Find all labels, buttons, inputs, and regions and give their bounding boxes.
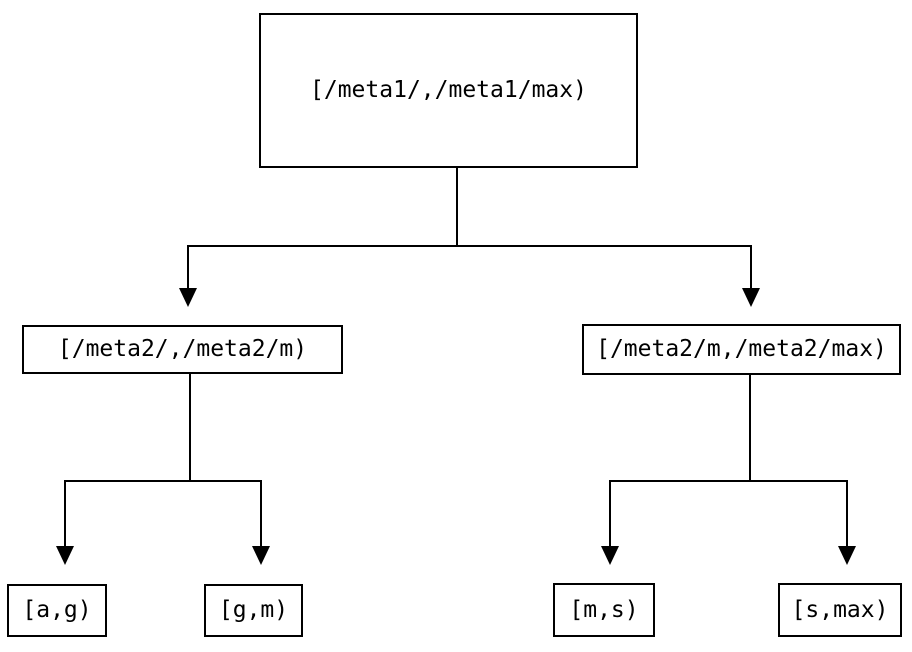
connector-root-trunk [456,168,458,246]
connector-left-branch-crossbar [64,480,262,482]
arrowhead-to-left-branch-icon [179,288,197,307]
node-root-range: [/meta1/,/meta1/max) [259,13,638,168]
node-left-branch-range: [/meta2/,/meta2/m) [22,325,343,374]
node-leaf-gm-range: [g,m) [204,584,303,637]
arrowhead-to-leaf-ms-icon [601,546,619,565]
node-leaf-ag-range: [a,g) [7,584,107,637]
arrowhead-to-right-branch-icon [742,288,760,307]
node-leaf-smax-range: [s,max) [778,583,902,637]
connector-right-branch-trunk [749,375,751,481]
connector-drop-leaf-ms [609,480,611,546]
connector-right-branch-crossbar [609,480,848,482]
connector-drop-left-branch [187,245,189,288]
arrowhead-to-leaf-ag-icon [56,546,74,565]
connector-drop-right-branch [750,245,752,288]
node-right-branch-range: [/meta2/m,/meta2/max) [582,324,901,375]
connector-root-crossbar [187,245,752,247]
connector-drop-leaf-smax [846,480,848,546]
connector-left-branch-trunk [189,374,191,481]
connector-drop-leaf-ag [64,480,66,546]
arrowhead-to-leaf-smax-icon [838,546,856,565]
connector-drop-leaf-gm [260,480,262,546]
node-leaf-ms-range: [m,s) [553,583,655,637]
arrowhead-to-leaf-gm-icon [252,546,270,565]
